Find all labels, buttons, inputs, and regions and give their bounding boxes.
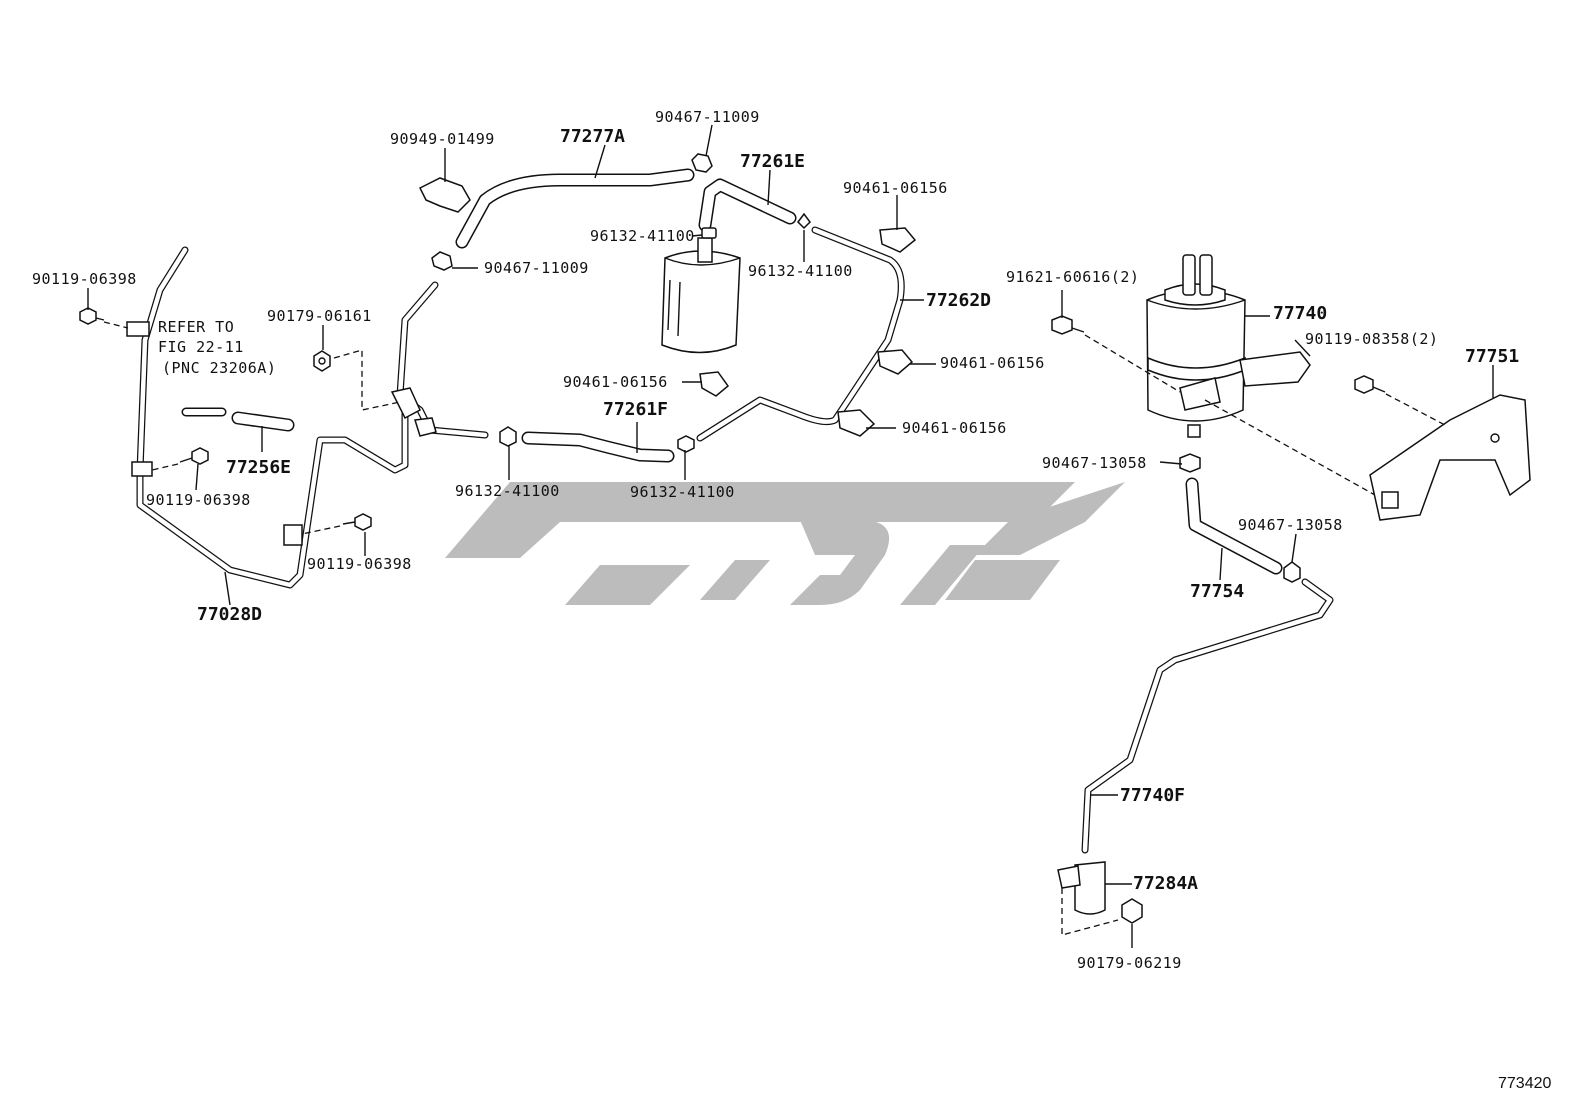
fuel-filter — [661, 237, 741, 354]
label-90119-06398-a: 90119-06398 — [32, 270, 137, 288]
hose-clamp-icon — [1283, 561, 1301, 583]
hose-77261E — [698, 178, 797, 232]
bracket-77751 — [1369, 394, 1531, 521]
label-90461-06156-a: 90461-06156 — [843, 179, 948, 197]
label-90467-13058-b: 90467-13058 — [1238, 516, 1343, 534]
hose-clamp-icon — [677, 435, 695, 453]
label-77740F: 77740F — [1120, 785, 1185, 806]
label-90461-06156-c: 90461-06156 — [563, 373, 668, 391]
pipe-clamp — [283, 524, 303, 546]
bolt-icon — [79, 307, 105, 325]
bolt-icon — [342, 513, 372, 531]
label-90119-08358: 90119-08358(2) — [1305, 330, 1438, 348]
hose-clamp-icon — [431, 251, 453, 271]
pipe-front — [390, 281, 489, 439]
pipe-clip-icon — [879, 227, 917, 253]
label-90467-11009-mid: 90467-11009 — [484, 259, 589, 277]
pipe-clip-icon — [837, 409, 876, 437]
hose-77261F — [521, 431, 675, 463]
label-96132-41100-c: 96132-41100 — [455, 482, 560, 500]
nut-icon — [313, 350, 331, 372]
label-77751: 77751 — [1465, 346, 1519, 367]
label-90467-11009-top: 90467-11009 — [655, 108, 760, 126]
reference-note-line-2: FIG 22-11 — [158, 338, 244, 356]
label-91621-60616: 91621-60616(2) — [1006, 268, 1139, 286]
canister-77740 — [1146, 254, 1311, 438]
bolt-icon — [1354, 375, 1386, 394]
label-90461-06156-b: 90461-06156 — [940, 354, 1045, 372]
hose-77754 — [1185, 477, 1283, 575]
label-77262D: 77262D — [926, 290, 991, 311]
label-77261F: 77261F — [603, 399, 668, 420]
label-77261E: 77261E — [740, 151, 805, 172]
label-90119-06398-c: 90119-06398 — [307, 555, 412, 573]
hose-clamp-icon — [1179, 453, 1201, 473]
watermark-logo — [445, 482, 1125, 605]
label-90179-06219: 90179-06219 — [1077, 954, 1182, 972]
valve-77284A — [1057, 861, 1106, 915]
label-90949-01499: 90949-01499 — [390, 130, 495, 148]
leader-lines — [87, 124, 1494, 948]
hose-clamp-icon — [701, 227, 717, 239]
label-77740: 77740 — [1273, 303, 1327, 324]
reference-note-line-3: (PNC 23206A) — [162, 359, 276, 377]
hose-clamp-icon — [499, 426, 517, 447]
hose-77277A — [455, 168, 695, 249]
figure-id: 773420 — [1498, 1075, 1551, 1092]
bolt-icon — [179, 447, 209, 465]
label-77754: 77754 — [1190, 581, 1244, 602]
label-90461-06156-d: 90461-06156 — [902, 419, 1007, 437]
reference-note-line-1: REFER TO — [158, 318, 234, 336]
label-77284A: 77284A — [1133, 873, 1198, 894]
pipe-clamp — [126, 321, 150, 337]
hose-77256E — [181, 407, 295, 432]
pipe-clip-icon — [699, 371, 730, 397]
pipe-clip-icon — [877, 349, 914, 375]
label-90119-06398-b: 90119-06398 — [146, 491, 251, 509]
label-96132-41100-a: 96132-41100 — [590, 227, 695, 245]
label-77028D: 77028D — [197, 604, 262, 625]
label-77277A: 77277A — [560, 126, 625, 147]
pipe-77028D — [136, 246, 409, 589]
fitting-90949-01499 — [418, 177, 471, 213]
pipe-77740F — [1081, 578, 1334, 854]
bolt-icon — [1051, 315, 1085, 335]
hose-clamp-icon — [691, 153, 713, 173]
pipe-77262D — [696, 226, 905, 442]
label-96132-41100-b: 96132-41100 — [748, 262, 853, 280]
label-77256E: 77256E — [226, 457, 291, 478]
hose-clamp-icon — [797, 212, 811, 230]
label-90179-06161: 90179-06161 — [267, 307, 372, 325]
label-96132-41100-d: 96132-41100 — [630, 483, 735, 501]
label-90467-13058-a: 90467-13058 — [1042, 454, 1147, 472]
pipe-clamp — [131, 461, 153, 477]
nut-icon — [1121, 898, 1143, 924]
